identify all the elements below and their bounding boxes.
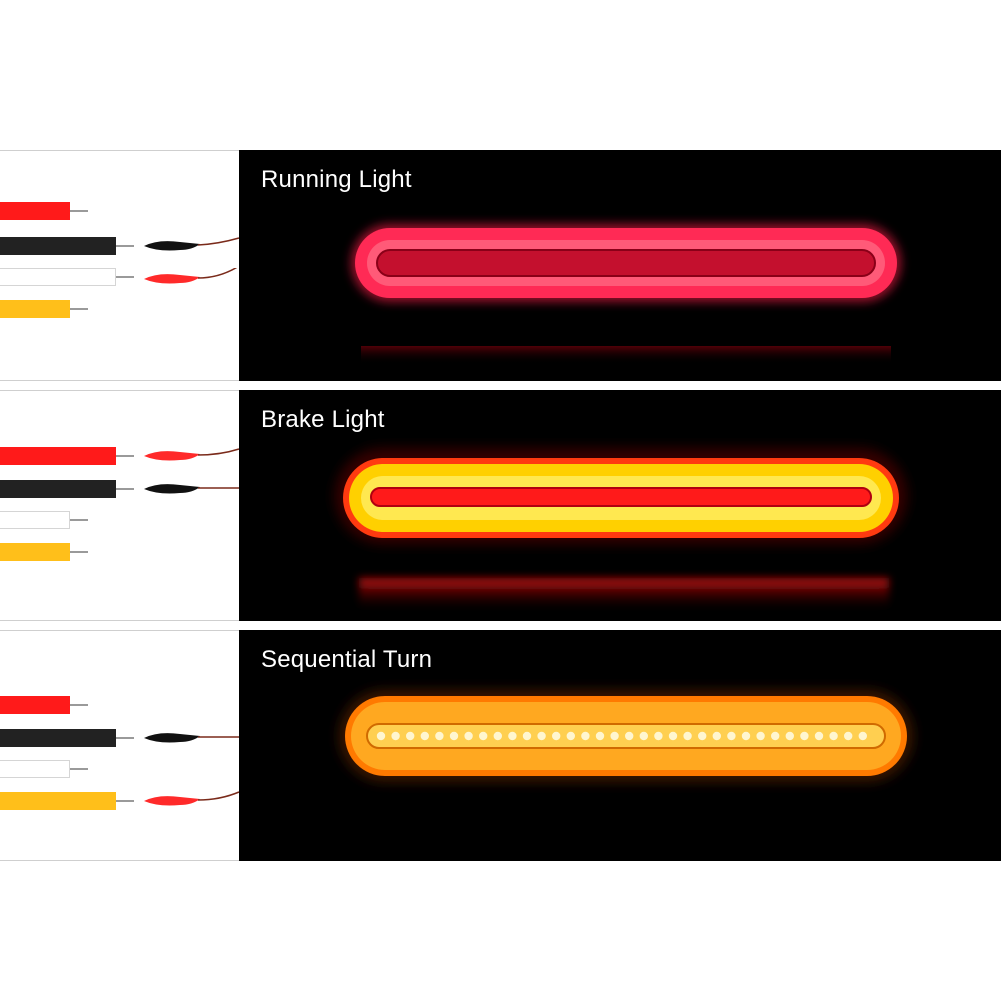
led-dot [391,731,400,741]
led-dot [464,731,473,741]
led-dot [683,731,692,741]
led-light-bar [351,224,901,364]
red-alligator-clip [144,448,240,461]
led-dot [858,731,867,741]
led-dot [771,731,780,741]
led-dot [668,731,678,741]
led-light-bar [335,448,907,608]
led-dot [406,731,415,741]
led-dot [844,731,853,741]
black-alligator-clip [144,237,240,251]
red-alligator-clip [144,268,238,284]
panel-title: Sequential Turn [261,646,433,673]
led-light-bar [339,690,913,782]
black-alligator-clip [144,733,239,743]
led-dot [566,731,575,741]
led-dot [727,731,736,741]
led-dot [420,731,429,741]
led-dot [639,731,648,741]
led-dot [493,731,502,741]
sequential-turn-panel: Sequential Turn [0,630,1001,861]
led-dot [435,731,444,741]
led-dot [479,731,488,741]
divider [0,620,240,621]
led-dot [741,731,751,741]
led-dot [698,731,707,741]
divider [0,380,240,381]
led-dot [712,731,721,741]
divider [0,630,240,631]
brake-light-panel: Brake Light [0,390,1001,621]
led-dot [625,731,634,741]
led-dot [800,731,809,741]
red-alligator-clip [144,791,240,806]
divider [0,390,240,391]
sequential-turn-photo: Sequential Turn [239,630,1001,861]
led-dot [552,731,561,741]
led-dot [814,731,824,741]
running-light-photo: Running Light [239,150,1001,381]
led-dot [785,731,794,741]
led-dot [581,731,590,741]
running-light-panel: Running Light [0,150,1001,381]
led-dot [654,731,663,741]
panel-title: Running Light [261,166,412,193]
led-dot [610,731,619,741]
led-dot [522,731,532,741]
black-alligator-clip [144,484,239,494]
led-dot [449,731,459,741]
led-dots [376,731,867,741]
led-dot [756,731,765,741]
led-dot [537,731,546,741]
led-dot [829,731,838,741]
led-dot [595,731,605,741]
panel-title: Brake Light [261,406,385,433]
led-dot [508,731,517,741]
led-dot [376,731,386,741]
brake-light-photo: Brake Light [239,390,1001,621]
divider [0,860,240,861]
divider [0,150,240,151]
